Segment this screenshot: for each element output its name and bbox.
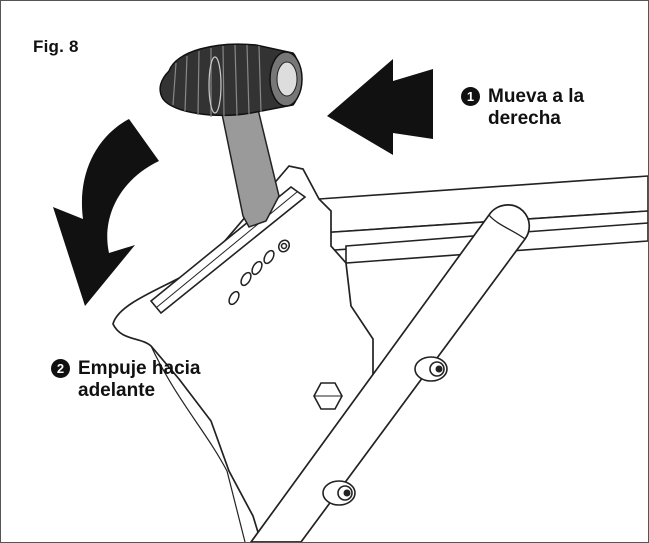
mounting-plate (112, 165, 374, 542)
diagonal-tube (249, 204, 531, 542)
hole (263, 249, 275, 265)
hole (228, 290, 240, 306)
plate-edge (150, 345, 246, 542)
step-1-text: Mueva a la derecha (488, 86, 584, 130)
step-1-callout: 1 Mueva a la derecha (461, 86, 584, 130)
hole (240, 271, 252, 287)
knob (159, 43, 303, 118)
step-2-line-2: adelante (78, 380, 156, 401)
curved-arrow-icon (53, 119, 159, 306)
step-2-text: Empuje hacia adelante (78, 358, 201, 402)
tube-bolt-upper (414, 356, 448, 382)
step-number-badge: 2 (51, 359, 70, 378)
figure-label: Fig. 8 (33, 37, 79, 56)
tube-bolt-lower (322, 480, 356, 506)
hex-bolt (313, 382, 343, 410)
step-1-line-1: Mueva a la (488, 86, 585, 107)
hole (251, 260, 263, 276)
lever-handle (220, 100, 280, 228)
right-arrow-icon (327, 59, 433, 155)
step-2-callout: 2 Empuje hacia adelante (51, 358, 201, 402)
adjustment-holes (228, 239, 291, 306)
step-1-line-2: derecha (488, 108, 561, 129)
step-number-badge: 1 (461, 87, 480, 106)
step-2-line-1: Empuje hacia (78, 358, 201, 379)
